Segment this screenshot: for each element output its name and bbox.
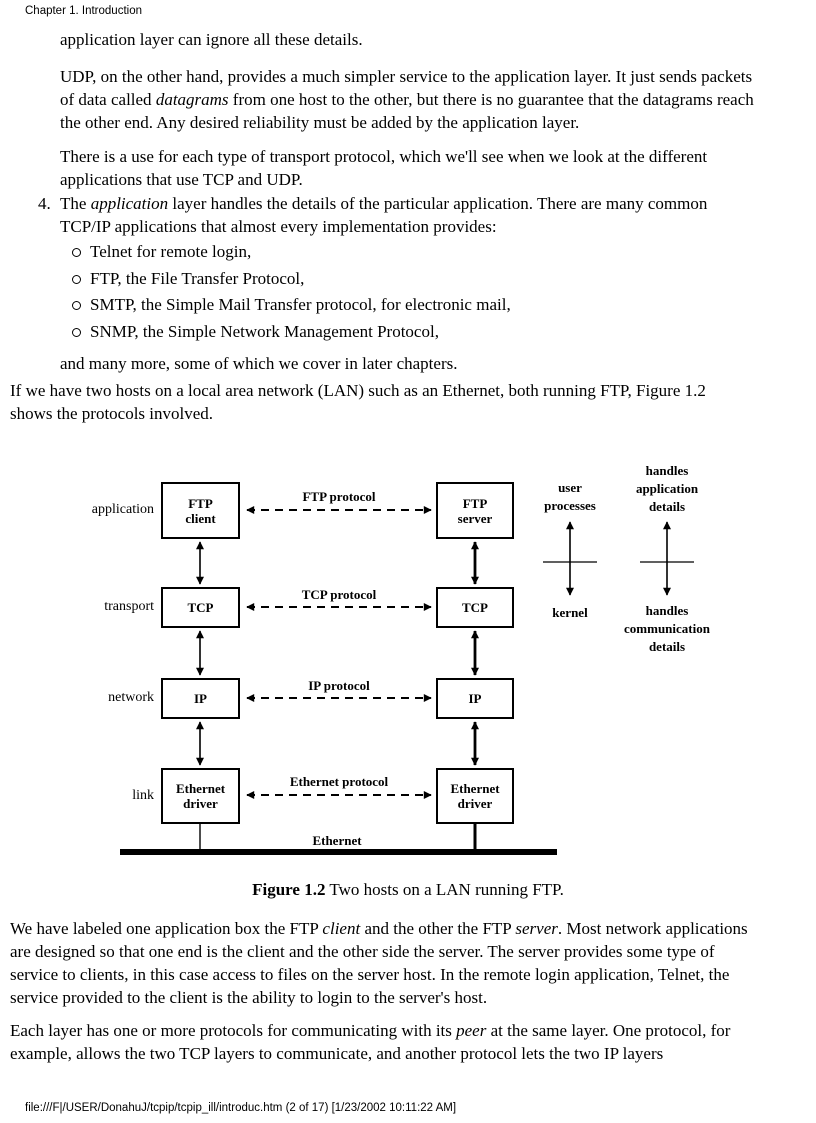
bullet-text: SNMP, the Simple Network Management Prot… xyxy=(90,322,439,341)
user-kernel-boundary-arrows xyxy=(566,521,671,596)
annotation-handles-application: handles application details xyxy=(635,463,699,514)
label-ip-protocol: IP protocol xyxy=(308,678,370,693)
figure-caption-number: Figure 1.2 xyxy=(252,880,326,899)
circle-bullet-icon xyxy=(72,328,81,337)
box-ip-server: IP xyxy=(436,678,514,719)
label-ftp-protocol: FTP protocol xyxy=(302,489,376,504)
peer-protocol-arrows xyxy=(246,506,432,799)
annotation-kernel: kernel xyxy=(552,605,588,620)
annotation-handles-communication: handles communication details xyxy=(624,603,710,654)
circle-bullet-icon xyxy=(72,275,81,284)
circle-bullet-icon xyxy=(72,248,81,257)
figure-caption-text: Two hosts on a LAN running FTP. xyxy=(325,880,564,899)
box-tcp-server: TCP xyxy=(436,587,514,628)
bullet-item-smtp: SMTP, the Simple Mail Transfer protocol,… xyxy=(72,293,511,316)
row-label-network: network xyxy=(108,690,154,705)
list-item-application-layer: The application layer handles the detail… xyxy=(60,194,708,236)
ethernet-bus xyxy=(120,824,557,855)
box-ip-client: IP xyxy=(161,678,240,719)
circle-bullet-icon xyxy=(72,301,81,310)
page-header-chapter: Chapter 1. Introduction xyxy=(25,5,142,17)
label-ethernet-protocol: Ethernet protocol xyxy=(289,774,389,789)
paragraph-client-server: We have labeled one application box the … xyxy=(10,919,748,1007)
paragraph-transport-use: There is a use for each type of transpor… xyxy=(60,147,708,189)
label-tcp-protocol: TCP protocol xyxy=(301,587,377,602)
bullet-item-telnet: Telnet for remote login, xyxy=(72,240,251,263)
box-ftp-server: FTP server xyxy=(436,482,514,539)
box-ethernet-driver-server: Ethernet driver xyxy=(436,768,514,824)
paragraph-udp: UDP, on the other hand, provides a much … xyxy=(60,67,754,132)
row-label-application: application xyxy=(91,502,154,517)
annotation-user-processes: user processes xyxy=(544,480,596,513)
paragraph-two-hosts: If we have two hosts on a local area net… xyxy=(10,381,706,423)
paragraph-and-many-more: and many more, some of which we cover in… xyxy=(60,354,458,373)
bullet-text: Telnet for remote login, xyxy=(90,242,252,261)
label-ethernet-bus: Ethernet xyxy=(312,833,362,848)
diagram-arrows-layer xyxy=(120,506,694,855)
bullet-text: FTP, the File Transfer Protocol, xyxy=(90,269,305,288)
bullet-item-snmp: SNMP, the Simple Network Management Prot… xyxy=(72,320,439,343)
figure-diagram: application transport network link FTP c… xyxy=(0,455,816,875)
list-item-number: 4. xyxy=(38,194,51,213)
page-footer-file-url: file:///F|/USER/DonahuJ/tcpip/tcpip_ill/… xyxy=(25,1102,457,1114)
bullet-item-ftp: FTP, the File Transfer Protocol, xyxy=(72,267,304,290)
paragraph-peer-protocols: Each layer has one or more protocols for… xyxy=(10,1021,731,1063)
paragraph-app-layer: application layer can ignore all these d… xyxy=(60,30,363,49)
box-tcp-client: TCP xyxy=(161,587,240,628)
row-label-transport: transport xyxy=(104,599,154,614)
box-ftp-client: FTP client xyxy=(161,482,240,539)
row-label-link: link xyxy=(132,788,154,803)
figure-caption: Figure 1.2 Two hosts on a LAN running FT… xyxy=(0,878,816,901)
bullet-text: SMTP, the Simple Mail Transfer protocol,… xyxy=(90,295,511,314)
box-ethernet-driver-client: Ethernet driver xyxy=(161,768,240,824)
